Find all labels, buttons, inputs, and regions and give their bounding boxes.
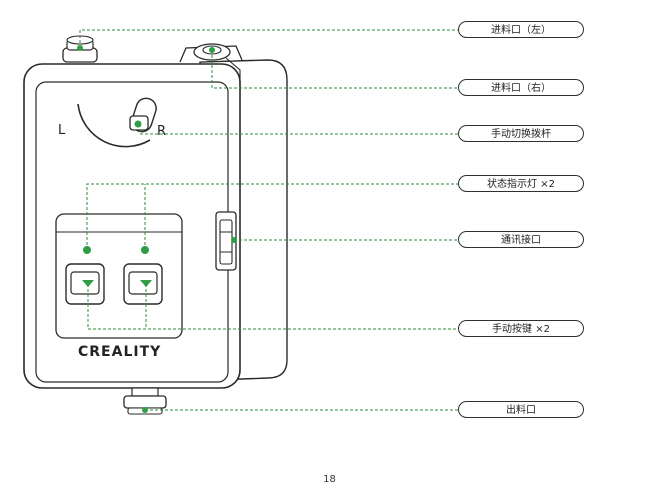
switch-right-label: R [157,124,166,139]
dot-outlet [142,407,148,413]
callout-communication-port: 通讯接口 [458,231,584,248]
leader-lines [79,29,458,411]
dot-switch-lever [134,120,142,128]
leader-left-inlet [79,29,458,48]
callout-manual-switch-lever: 手动切换拨杆 [458,125,584,142]
leader-dots [77,45,237,413]
switch-left-label: L [58,123,66,138]
leader-status-leds [86,183,458,250]
dot-comm-port [231,237,237,243]
brand-logo: CREALITY [78,344,161,360]
manual-button-left [65,263,105,305]
dot-right-inlet [209,47,215,53]
communication-port [215,211,237,271]
callout-left-feed-inlet: 进料口（左） [458,21,584,38]
callout-status-leds: 状态指示灯 ×2 [458,175,584,192]
switch-arc [77,103,151,148]
leader-switch-lever [139,124,458,135]
leader-right-inlet [211,50,458,89]
leader-manual-buttons [87,284,458,330]
manual-button-right [123,263,163,305]
dot-left-inlet [77,45,83,51]
callout-manual-buttons: 手动按键 ×2 [458,320,584,337]
callout-right-feed-inlet: 进料口（右） [458,79,584,96]
callout-filament-outlet: 出料口 [458,401,584,418]
page-number: 18 [323,474,336,485]
